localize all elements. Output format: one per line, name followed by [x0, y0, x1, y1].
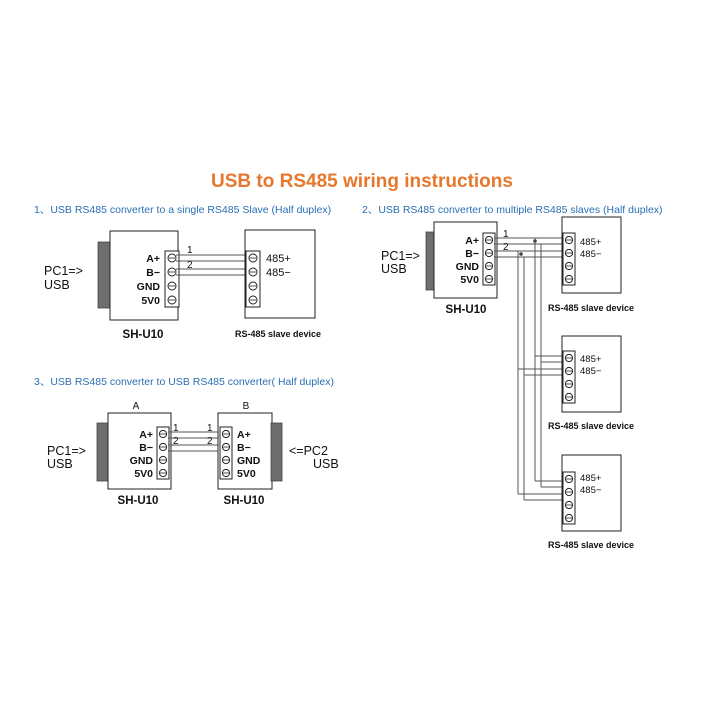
terminal-screws [564, 235, 574, 284]
pin-label: GND [456, 261, 480, 273]
section-1-diagram: A+ B− GND 5V0 PC1=> USB SH-U10 1 2 485+ … [44, 229, 321, 341]
wire-2-label: 2 [187, 260, 193, 271]
usb-label: USB [44, 278, 70, 292]
pin-label: GND [237, 455, 261, 467]
section-3-heading: 3、USB RS485 converter to USB RS485 conve… [34, 376, 334, 388]
section-3-diagram: A B A+ B− GND 5V0 PC1=> USB SH-U10 1 2 1… [47, 401, 339, 507]
pc1-label: PC1=> [47, 444, 86, 458]
slave-device-name: RS-485 slave device [548, 421, 634, 431]
pin-label: A+ [146, 253, 160, 265]
usb-label: USB [313, 457, 339, 471]
slave-pin-label: 485− [580, 249, 602, 260]
pin-label: 5V0 [460, 274, 479, 286]
converter-name: SH-U10 [224, 495, 265, 507]
pin-label: B− [139, 442, 153, 454]
wire-2-label: 2 [173, 436, 179, 447]
wire-2-label: 2 [503, 242, 509, 253]
usb-label: USB [381, 262, 407, 276]
terminal-block [219, 426, 233, 480]
terminal-screws [484, 235, 494, 284]
wire-2-label: 2 [207, 436, 213, 447]
terminal-block [562, 471, 576, 525]
wire-1-label: 1 [207, 423, 213, 434]
slave-pin-label: 485− [266, 267, 291, 279]
pin-label: B− [237, 442, 251, 454]
page-title: USB to RS485 wiring instructions [211, 171, 513, 192]
pc1-label: PC1=> [44, 264, 83, 278]
pin-label: B− [146, 267, 160, 279]
terminal-screws [248, 253, 258, 305]
terminal-block [562, 232, 576, 286]
wire-1-label: 1 [187, 245, 193, 256]
slave-pin-label: 485+ [580, 354, 602, 365]
section-2-diagram: A+ B− GND 5V0 PC1=> USB SH-U10 1 2 [381, 216, 634, 550]
terminal-screws [158, 429, 168, 478]
usb-plug [96, 422, 110, 482]
terminal-block [562, 350, 576, 404]
slave-pin-label: 485+ [266, 253, 291, 265]
pc2-label: <=PC2 [289, 444, 328, 458]
pin-label: A+ [237, 429, 251, 441]
terminal-screws [564, 353, 574, 402]
usb-plug [270, 422, 283, 482]
pc1-label: PC1=> [381, 249, 420, 263]
pin-label: B− [465, 248, 479, 260]
terminal-screws [564, 474, 574, 523]
slave-device-name: RS-485 slave device [548, 540, 634, 550]
slave-pin-label: 485+ [580, 237, 602, 248]
pin-label: 5V0 [134, 468, 153, 480]
terminal-block [482, 232, 496, 286]
converter-name: SH-U10 [123, 329, 164, 341]
usb-label: USB [47, 457, 73, 471]
pin-label: A+ [139, 429, 153, 441]
pin-label: 5V0 [237, 468, 256, 480]
slave-pin-label: 485− [580, 485, 602, 496]
section-2-heading: 2、USB RS485 converter to multiple RS485 … [362, 204, 663, 216]
converter-name: SH-U10 [446, 304, 487, 316]
slave-device-name: RS-485 slave device [548, 303, 634, 313]
terminal-block [156, 426, 170, 480]
wire-1-label: 1 [173, 423, 179, 434]
slave-pin-label: 485+ [580, 473, 602, 484]
terminal-screws [221, 429, 231, 478]
pin-label: 5V0 [141, 295, 160, 307]
section-1-heading: 1、USB RS485 converter to a single RS485 … [34, 204, 331, 216]
terminal-block [245, 250, 261, 308]
terminal-block [164, 250, 180, 308]
converter-name: SH-U10 [118, 495, 159, 507]
terminal-screws [167, 253, 177, 305]
slave-pin-label: 485− [580, 366, 602, 377]
unit-b-label: B [243, 401, 250, 412]
unit-a-label: A [133, 401, 140, 412]
slave-device-name: RS-485 slave device [235, 329, 321, 339]
pin-label: GND [130, 455, 154, 467]
wire-1-label: 1 [503, 229, 509, 240]
usb-plug [97, 241, 112, 309]
pin-label: GND [137, 281, 161, 293]
pin-label: A+ [465, 235, 479, 247]
